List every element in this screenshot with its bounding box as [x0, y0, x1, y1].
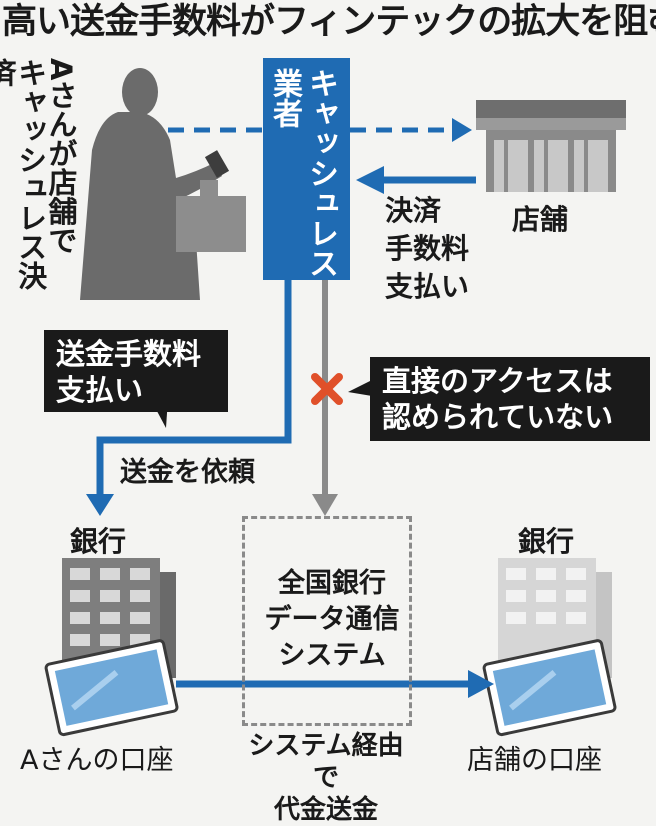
store-fee-line: 手数料	[385, 232, 470, 265]
system-label-line: データ通信	[264, 604, 400, 635]
remit-fee-callout: 送金手数料 支払い	[44, 330, 228, 412]
callout-line: 直接のアクセスは	[382, 364, 613, 398]
system-label-line: システム	[278, 640, 386, 671]
system-label-line: 全国銀行	[278, 568, 386, 599]
via-system-line: システム経由で	[248, 731, 404, 793]
bank-right-label: 銀行	[518, 525, 575, 558]
remit-request-arrow	[96, 280, 292, 496]
via-system-line: 代金送金	[273, 795, 378, 825]
bankbook-card-icon	[482, 639, 617, 737]
bank-left-label: 銀行	[70, 525, 127, 558]
callout-line: 認められていない	[382, 400, 614, 434]
remit-request-label: 送金を依頼	[120, 457, 255, 488]
cross-icon	[311, 373, 343, 405]
person-label: Aさんが店舗で キャッシュレス決済	[0, 58, 78, 308]
store-fee-label: 決済 手数料 支払い	[385, 192, 495, 306]
person-paying-icon	[80, 68, 246, 300]
cashless-operator-label: キャッシュレス	[303, 68, 338, 278]
zengin-system-label: 全国銀行 データ通信 システム	[262, 566, 402, 674]
cashless-operator-label: 業者	[267, 68, 302, 128]
page-title: 高い送金手数料がフィンテックの拡大を阻む	[2, 2, 656, 42]
callout-line: 送金手数料	[56, 337, 202, 371]
account-store-label: 店舗の口座	[467, 745, 602, 776]
person-label-line: キャッシュレス決済	[0, 58, 48, 290]
store-fee-line: 支払い	[385, 270, 470, 303]
diagram-graphics	[44, 68, 626, 737]
person-label-line: Aさんが店舗で	[44, 58, 78, 255]
store-building-icon	[476, 100, 626, 192]
store-label: 店舗	[512, 203, 569, 236]
store-fee-line: 決済	[385, 194, 442, 227]
account-a-label: Aさんの口座	[20, 745, 174, 776]
cashless-operator-box: キャッシュレス 業者	[263, 58, 350, 280]
zengin-system-box	[242, 516, 412, 726]
no-access-callout: 直接のアクセスは 認められていない	[370, 357, 650, 441]
callout-line: 支払い	[56, 373, 144, 407]
via-system-label: システム経由で 代金送金	[236, 730, 416, 826]
bankbook-card-icon	[44, 639, 179, 737]
